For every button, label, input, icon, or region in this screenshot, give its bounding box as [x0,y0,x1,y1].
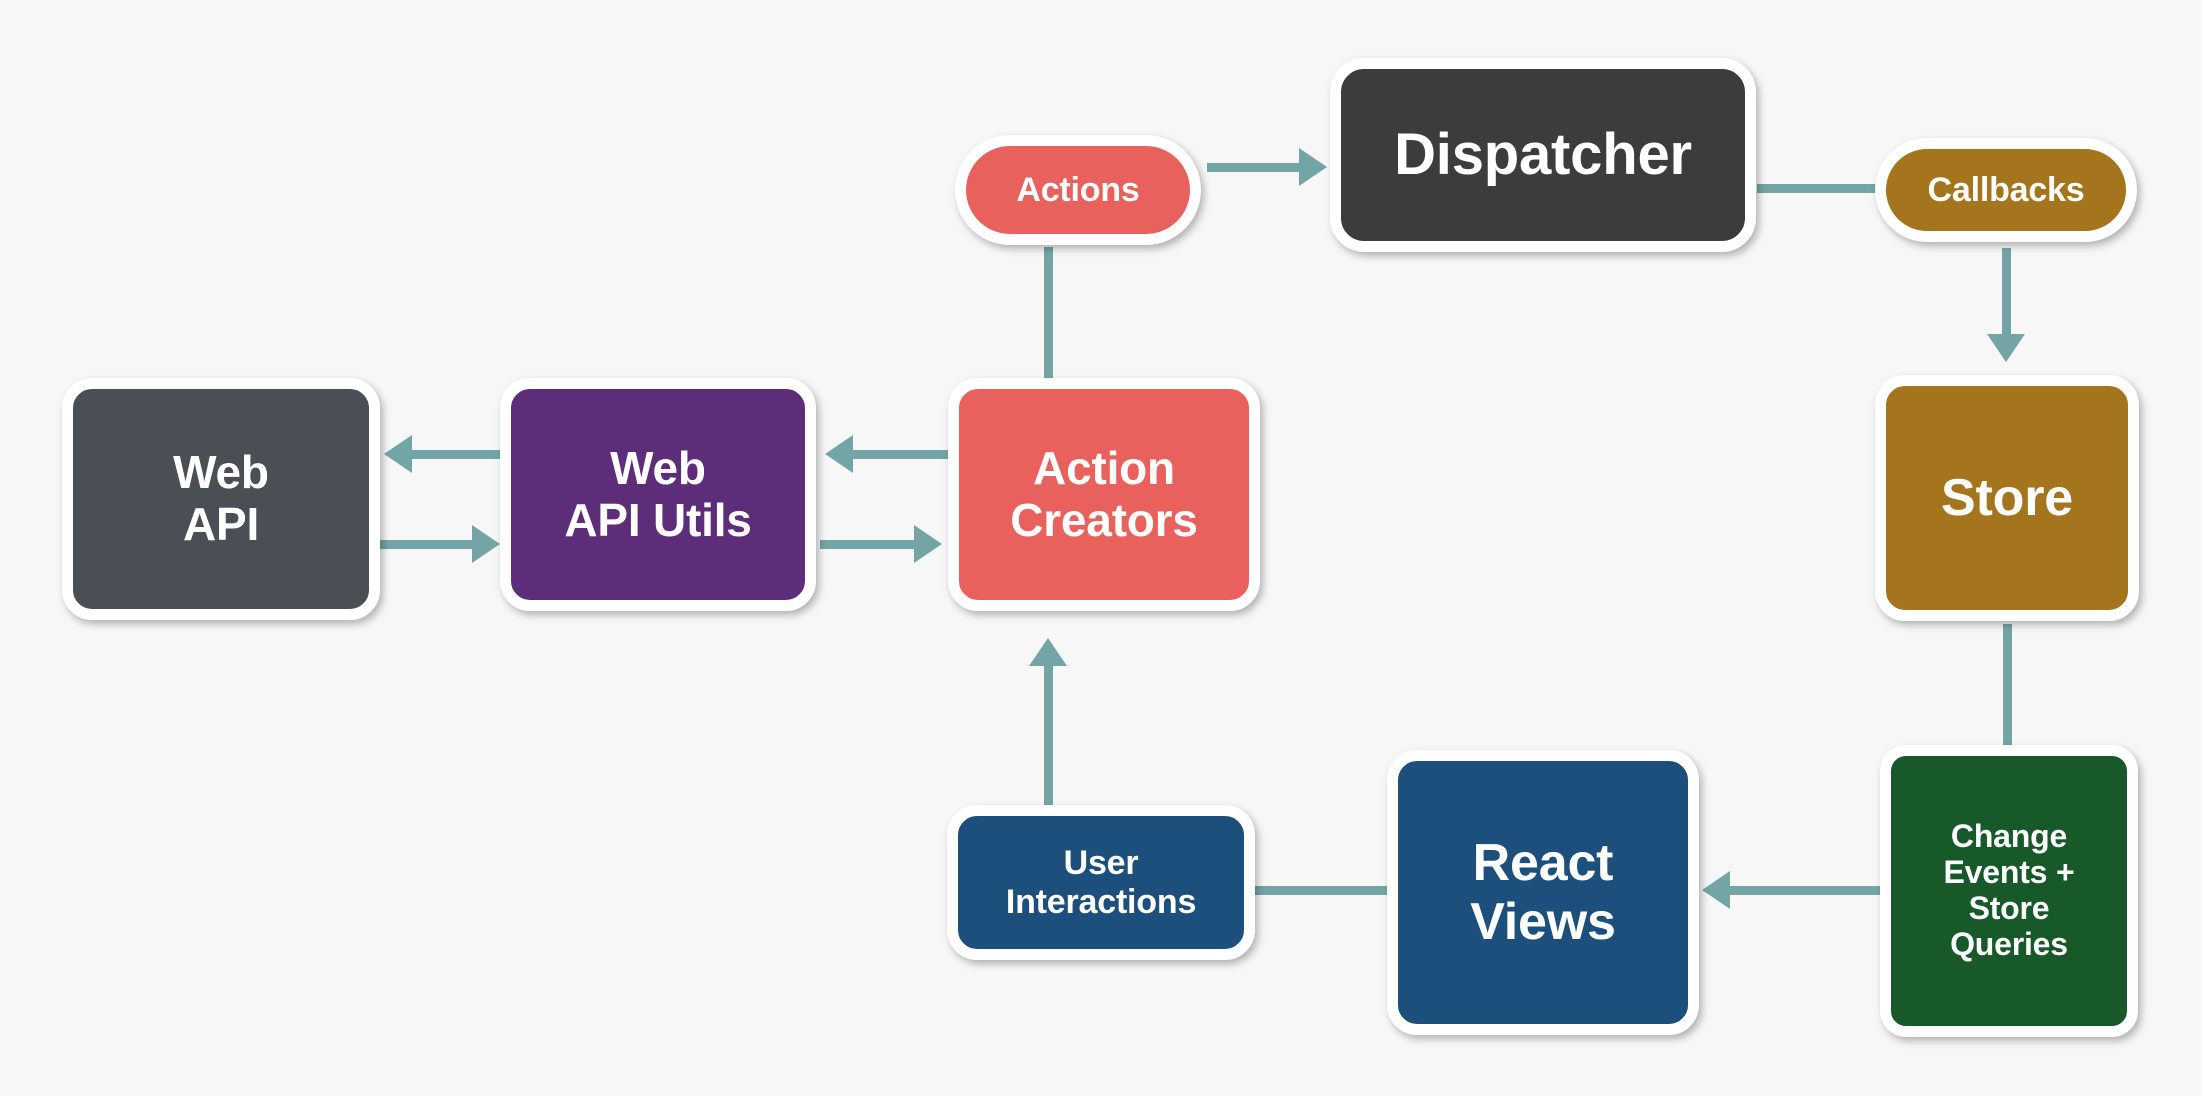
node-web-api-utils[interactable]: Web API Utils [500,378,816,611]
arrowhead-callbacks-to-store [1987,334,2025,362]
node-change-events-store-queries-label: Change Events + Store Queries [1943,818,2075,962]
edge-store-to-change-events [2003,624,2012,748]
node-store[interactable]: Store [1875,375,2139,621]
edge-user-interactions-to-action-creators [1044,664,1053,810]
node-web-api-utils-label: Web API Utils [564,441,752,546]
node-react-views-label: React Views [1470,834,1616,951]
edge-actions-to-dispatcher [1207,163,1303,172]
node-actions-label: Actions [1016,170,1140,209]
node-store-label: Store [1941,468,2073,527]
edge-web-api-utils-to-action-creators [820,540,918,549]
arrowhead-action-creators-to-web-api-utils [825,435,853,473]
arrowhead-change-events-to-react-views [1702,871,1730,909]
node-callbacks[interactable]: Callbacks [1875,138,2137,242]
arrowhead-actions-to-dispatcher [1299,148,1327,186]
edge-action-creators-to-actions [1044,247,1053,383]
edge-dispatcher-to-callbacks [1757,184,1879,193]
edge-web-api-utils-to-web-api [412,450,510,459]
node-user-interactions-label: User Interactions [1005,844,1197,921]
edge-change-events-to-react-views [1730,886,1886,895]
arrowhead-web-api-utils-to-action-creators [914,525,942,563]
edge-callbacks-to-store [2002,248,2011,340]
node-react-views[interactable]: React Views [1387,750,1699,1035]
node-web-api[interactable]: Web API [62,378,380,620]
node-actions[interactable]: Actions [955,135,1201,245]
node-dispatcher[interactable]: Dispatcher [1330,58,1756,252]
edge-react-views-to-user-interactions [1252,886,1392,895]
node-dispatcher-label: Dispatcher [1394,121,1692,187]
arrowhead-web-api-utils-to-web-api [384,435,412,473]
edge-action-creators-to-web-api-utils [853,450,953,459]
node-action-creators-label: Action Creators [1010,441,1198,546]
node-change-events-store-queries[interactable]: Change Events + Store Queries [1880,745,2138,1037]
node-user-interactions[interactable]: User Interactions [947,805,1255,960]
arrowhead-user-interactions-to-action-creators [1029,638,1067,666]
node-callbacks-label: Callbacks [1927,170,2085,209]
edge-web-api-to-web-api-utils [378,540,476,549]
arrowhead-web-api-to-web-api-utils [472,525,500,563]
node-web-api-label: Web API [173,446,269,550]
node-action-creators[interactable]: Action Creators [948,378,1260,611]
